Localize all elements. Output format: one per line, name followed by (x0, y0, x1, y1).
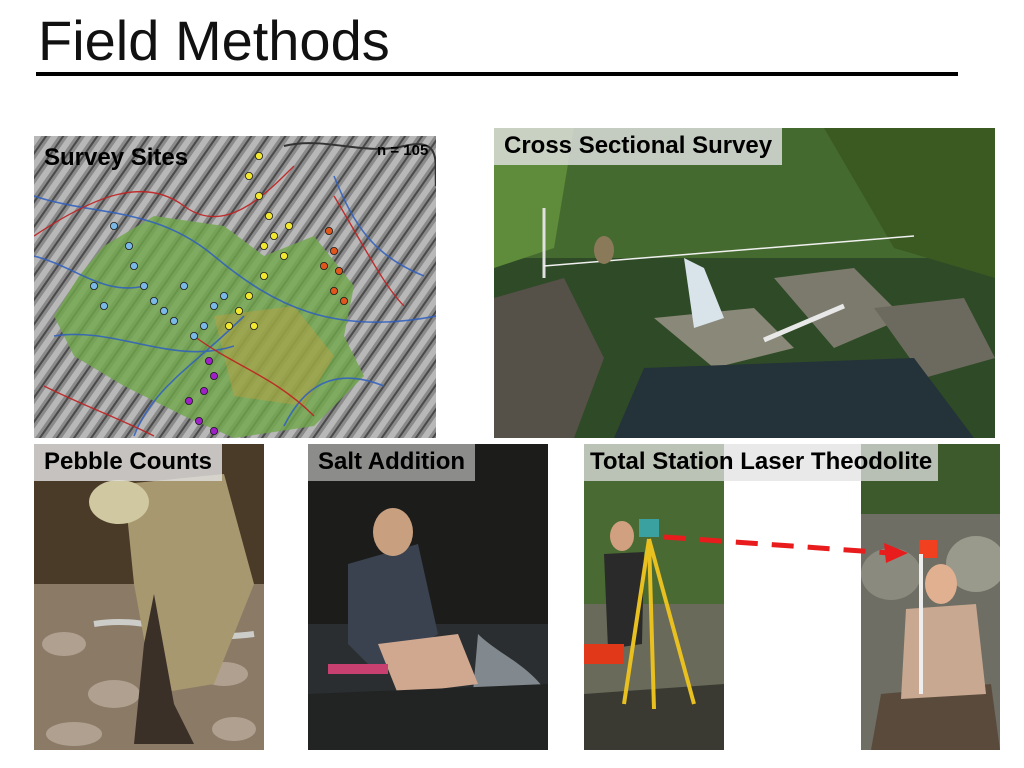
cross-section-caption: Cross Sectional Survey (494, 128, 783, 165)
survey-sites-caption: Survey Sites (44, 144, 189, 171)
site-marker (329, 247, 338, 256)
site-marker (209, 301, 218, 310)
site-marker (254, 151, 263, 160)
salt-addition-photo: Salt Addition (308, 444, 548, 750)
site-marker (194, 416, 203, 425)
site-marker (259, 271, 268, 280)
site-marker (264, 212, 273, 221)
site-marker (269, 232, 278, 241)
site-marker (234, 306, 243, 315)
site-marker (179, 281, 188, 290)
site-marker (244, 172, 253, 181)
site-marker (130, 262, 139, 271)
site-marker (184, 396, 193, 405)
pebble-photo (34, 444, 264, 750)
site-marker (160, 306, 169, 315)
map-image (34, 136, 436, 438)
site-count-label: n = 105 (377, 142, 429, 159)
theodolite-photo (584, 444, 724, 750)
site-marker (199, 386, 208, 395)
title-rule (36, 72, 958, 76)
site-marker (254, 192, 263, 201)
site-markers (90, 151, 348, 435)
site-marker (284, 222, 293, 231)
site-marker (334, 266, 343, 275)
total-station-photo-right (861, 444, 1000, 750)
site-marker (329, 286, 338, 295)
prism-photo (861, 444, 1000, 750)
total-station-photo-left (584, 444, 724, 750)
salt-addition-caption: Salt Addition (308, 444, 476, 481)
site-marker (90, 281, 99, 290)
site-marker (125, 242, 134, 251)
site-marker (219, 291, 228, 300)
survey-sites-map: Survey Sites (34, 136, 436, 438)
site-marker (169, 316, 178, 325)
slide-title: Field Methods (38, 9, 390, 72)
laser-beam-arrow (663, 534, 908, 563)
site-marker (110, 222, 119, 231)
site-marker (249, 321, 258, 330)
site-marker (324, 227, 333, 236)
total-station-caption: Total Station Laser Theodolite (584, 444, 939, 481)
site-marker (150, 296, 159, 305)
site-marker (224, 321, 233, 330)
site-marker (259, 242, 268, 251)
site-marker (209, 426, 218, 435)
cross-section-photo: Cross Sectional Survey (494, 128, 995, 438)
site-marker (189, 331, 198, 340)
site-marker (339, 296, 348, 305)
site-marker (279, 252, 288, 261)
site-marker (140, 281, 149, 290)
site-marker (204, 356, 213, 365)
pebble-counts-photo: Pebble Counts (34, 444, 264, 750)
site-marker (100, 301, 109, 310)
site-marker (209, 371, 218, 380)
salt-photo (308, 444, 548, 750)
site-marker (319, 262, 328, 271)
site-marker (199, 321, 208, 330)
site-marker (244, 291, 253, 300)
stream-photo (494, 128, 995, 438)
pebble-counts-caption: Pebble Counts (34, 444, 223, 481)
